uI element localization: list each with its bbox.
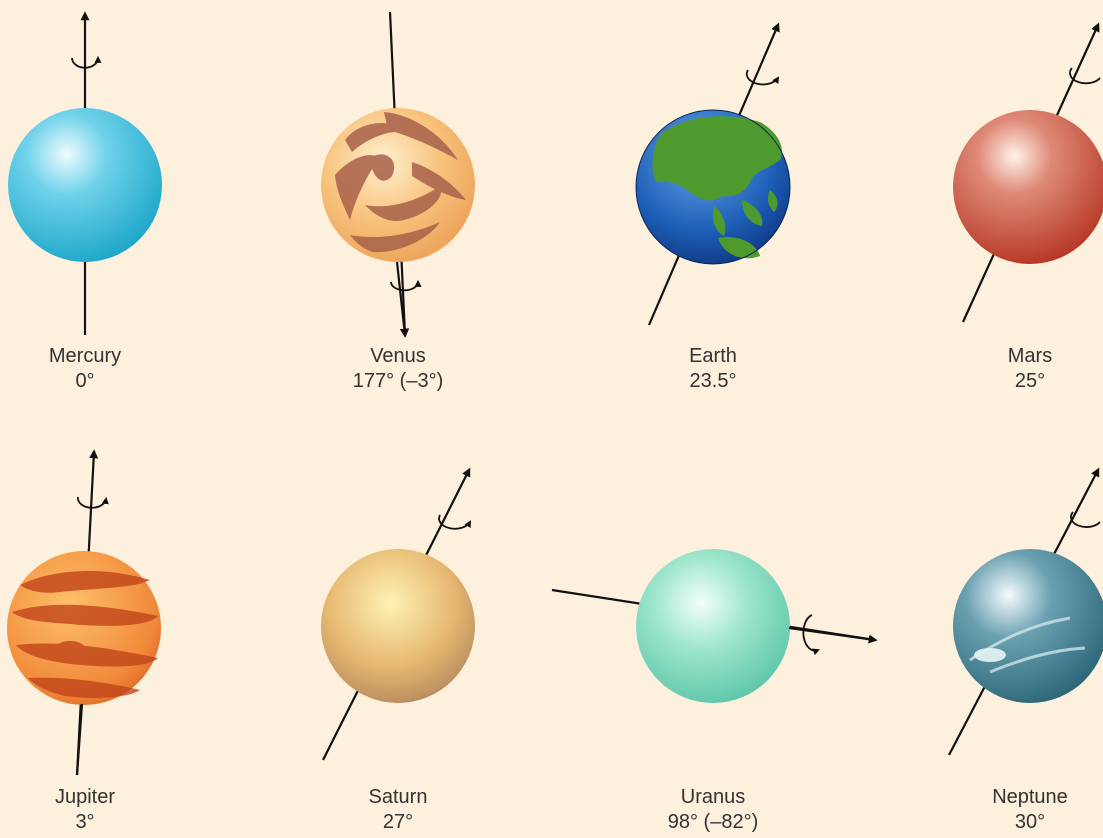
rotation-arrow-icon bbox=[747, 70, 778, 84]
planet-tilt: 3° bbox=[0, 810, 185, 835]
mercury-globe bbox=[8, 108, 162, 262]
planet-label-mercury: Mercury 0° bbox=[0, 344, 185, 394]
planet-tilt: 25° bbox=[930, 369, 1103, 394]
planet-label-mars: Mars 25° bbox=[930, 344, 1103, 394]
planet-name: Mercury bbox=[0, 344, 185, 369]
planet-mars bbox=[953, 25, 1103, 322]
planet-saturn bbox=[321, 470, 475, 760]
mars-globe bbox=[953, 110, 1103, 264]
neptune-globe bbox=[953, 549, 1103, 703]
saturn-globe bbox=[321, 549, 475, 703]
planet-name: Uranus bbox=[613, 785, 813, 810]
planet-label-saturn: Saturn 27° bbox=[298, 785, 498, 835]
planet-name: Earth bbox=[613, 344, 813, 369]
planet-label-neptune: Neptune 30° bbox=[930, 785, 1103, 835]
planet-tilt: 177° (–3°) bbox=[298, 369, 498, 394]
planet-mercury bbox=[8, 14, 162, 335]
planet-label-venus: Venus 177° (–3°) bbox=[298, 344, 498, 394]
planet-earth bbox=[636, 25, 790, 325]
planet-tilt: 98° (–82°) bbox=[613, 810, 813, 835]
planet-tilt: 0° bbox=[0, 369, 185, 394]
planet-name: Venus bbox=[298, 344, 498, 369]
planet-label-uranus: Uranus 98° (–82°) bbox=[613, 785, 813, 835]
planet-name: Saturn bbox=[298, 785, 498, 810]
planet-label-jupiter: Jupiter 3° bbox=[0, 785, 185, 835]
uranus-globe bbox=[636, 549, 790, 703]
planet-jupiter bbox=[7, 452, 161, 775]
planet-name: Mars bbox=[930, 344, 1103, 369]
planet-uranus bbox=[552, 549, 875, 703]
planet-name: Jupiter bbox=[0, 785, 185, 810]
planet-label-earth: Earth 23.5° bbox=[613, 344, 813, 394]
planet-tilt: 30° bbox=[930, 810, 1103, 835]
planet-neptune bbox=[949, 470, 1103, 755]
planet-tilt: 23.5° bbox=[613, 369, 813, 394]
planet-venus bbox=[321, 12, 475, 335]
planet-name: Neptune bbox=[930, 785, 1103, 810]
planet-tilt: 27° bbox=[298, 810, 498, 835]
rotation-arrow-icon bbox=[391, 282, 418, 290]
